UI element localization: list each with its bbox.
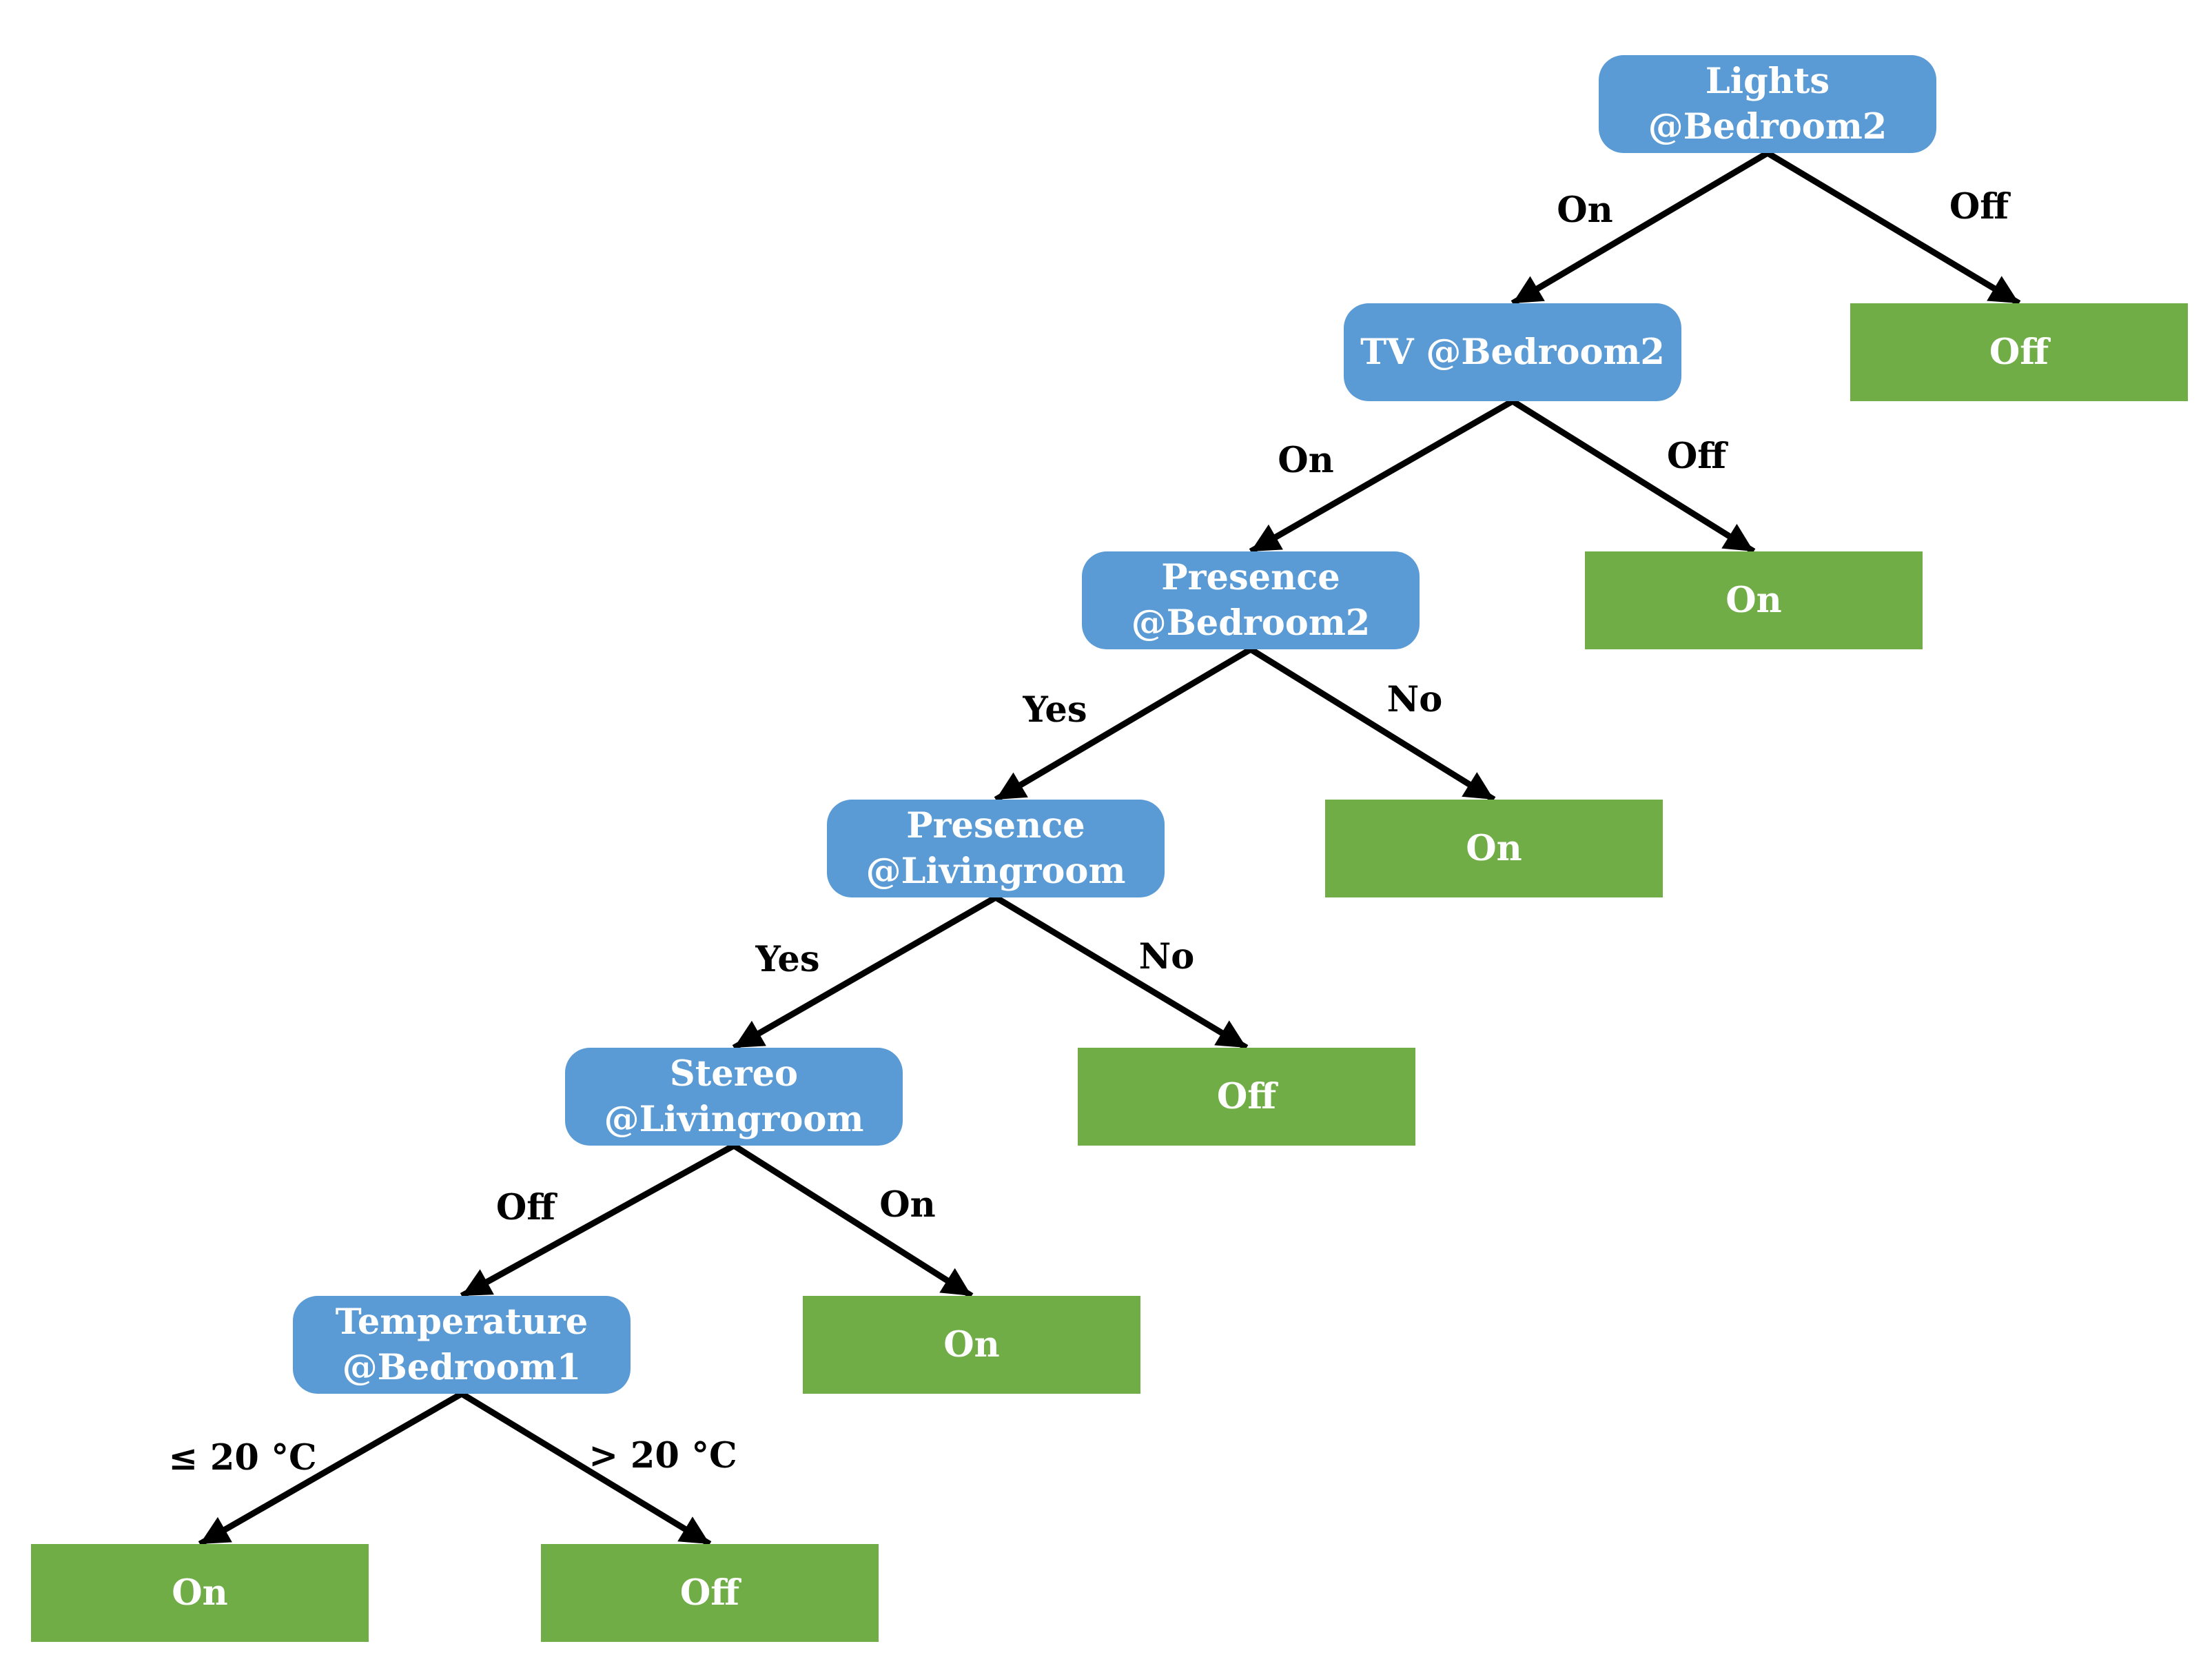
decision-node-tv: TV @Bedroom2: [1344, 303, 1681, 401]
edge-arrow-lights-tv: [1510, 150, 1770, 306]
leaf-node-off_temp_high: Off: [541, 1544, 879, 1642]
decision-node-stereo: Stereo @Livingroom: [565, 1048, 903, 1146]
leaf-node-on_presence_bed2: On: [1325, 800, 1663, 897]
edge-arrow-presence_living-off_presence_living: [994, 895, 1249, 1050]
decision-node-presence_living: Presence @Livingroom: [827, 800, 1165, 897]
decision-node-temperature: Temperature @Bedroom1: [293, 1296, 631, 1394]
edge-label-presence_bed2-on_presence_bed2: No: [1386, 679, 1443, 720]
edge-label-tv-presence_bed2: On: [1278, 440, 1334, 481]
edge-label-presence_living-off_presence_living: No: [1138, 936, 1195, 977]
edge-label-presence_living-stereo: Yes: [755, 939, 820, 980]
decision-node-lights: Lights @Bedroom2: [1599, 55, 1936, 153]
edge-label-stereo-temperature: Off: [495, 1187, 556, 1228]
edge-label-stereo-on_stereo: On: [879, 1184, 936, 1226]
edge-arrow-presence_bed2-on_presence_bed2: [1249, 647, 1496, 802]
leaf-node-on_temp_low: On: [31, 1544, 369, 1642]
leaf-node-on_stereo: On: [803, 1296, 1140, 1394]
leaf-node-off_presence_living: Off: [1078, 1048, 1415, 1146]
edge-label-temperature-off_temp_high: > 20 °C: [588, 1435, 737, 1476]
edge-label-temperature-on_temp_low: ≤ 20 °C: [168, 1437, 317, 1479]
leaf-node-on_tv: On: [1585, 551, 1923, 649]
leaf-node-off_lights: Off: [1850, 303, 2188, 401]
edge-label-lights-tv: On: [1557, 190, 1613, 231]
edge-label-lights-off_lights: Off: [1949, 186, 2009, 227]
edge-arrow-stereo-on_stereo: [732, 1143, 974, 1299]
edge-label-presence_bed2-presence_living: Yes: [1023, 689, 1087, 731]
edge-arrow-lights-off_lights: [1765, 150, 2021, 306]
decision-node-presence_bed2: Presence @Bedroom2: [1082, 551, 1420, 649]
edge-label-tv-on_tv: Off: [1666, 436, 1727, 477]
